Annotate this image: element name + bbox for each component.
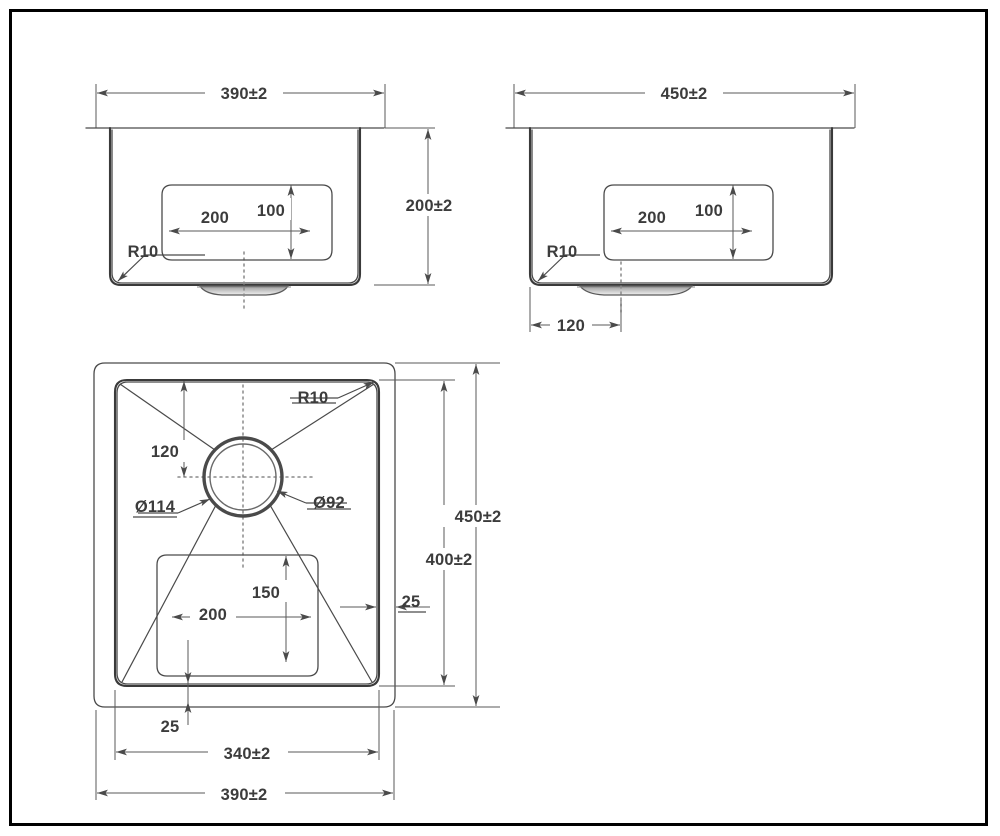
plan-radial-bl	[121, 504, 217, 683]
plan-radial-tr	[270, 383, 375, 451]
plan-corner-radius-label: R10	[298, 389, 329, 407]
drain-outer-ring	[202, 436, 284, 518]
front-bowl-inner-outline	[111, 129, 359, 284]
front-pad-rect	[161, 184, 333, 261]
side-drain-offset-label: 120	[557, 317, 585, 335]
plan-overall-height-label: 450±2	[455, 508, 502, 526]
front-pad-width-label-bg	[193, 207, 237, 227]
plan-dia114-leader-line	[177, 498, 211, 514]
plan-bowl-height-label: 400±2	[426, 551, 473, 569]
front-r10-leader-line	[117, 254, 146, 282]
plan-bowl-rect-inner	[116, 381, 378, 685]
side-pad-rect	[603, 184, 774, 261]
side-corner-radius-label: R10	[547, 243, 578, 261]
front-width-label: 390±2	[221, 85, 268, 103]
plan-dia92-leader-line	[276, 490, 307, 504]
plan-drain-top-offset-label: 120	[151, 443, 179, 461]
plan-pad-width-label: 200	[199, 606, 227, 624]
side-120-label-bg	[550, 315, 592, 335]
plan-450-label-bg	[440, 505, 516, 527]
plan-pad-height-label: 150	[252, 584, 280, 602]
side-pad-height-label: 100	[695, 202, 723, 220]
side-pad-width-label-bg	[630, 207, 674, 227]
front-pad-height-label-bg	[253, 198, 291, 220]
front-pad-height-label: 100	[257, 202, 285, 220]
front-width-label-bg	[205, 83, 283, 103]
plan-pad-width-label-bg	[190, 603, 236, 625]
plan-390-label-bg	[205, 783, 285, 805]
front-elevation-view: 390±2 200 100 R10 200±2	[85, 83, 460, 311]
drain-inner-ring	[209, 443, 277, 511]
plan-340-label-bg	[208, 742, 288, 764]
front-corner-radius-label: R10	[128, 243, 159, 261]
side-drain-boss	[578, 285, 694, 296]
plan-rim-right-label: 25	[402, 593, 421, 611]
front-pad-width-label: 200	[201, 209, 229, 227]
side-bowl-inner-outline	[531, 129, 831, 284]
plan-r10-leader-line	[337, 381, 375, 399]
side-width-label-bg	[645, 83, 723, 103]
side-r10-leader-line	[537, 254, 566, 282]
plan-radial-tl	[119, 383, 216, 451]
plan-25-bottom-label-bg	[152, 715, 184, 737]
front-bowl-outline	[108, 126, 362, 287]
plan-drain-outer-dia-label: Ø114	[135, 498, 176, 516]
plan-bowl-rect	[113, 378, 381, 688]
plan-pad-height-label-bg	[248, 580, 288, 602]
plan-overall-width-label: 390±2	[221, 786, 268, 804]
plan-bowl-width-label: 340±2	[224, 745, 271, 763]
side-pad-width-label: 200	[638, 209, 666, 227]
side-width-label: 450±2	[661, 85, 708, 103]
plan-pad-rect	[156, 554, 319, 677]
front-height-label-bg	[400, 194, 460, 216]
side-elevation-view: 450±2 200 100 R10 120	[505, 83, 856, 335]
plan-radial-br	[269, 504, 373, 683]
plan-drain-inner-dia-label: Ø92	[313, 494, 345, 512]
plan-400-label-bg	[412, 548, 488, 570]
plan-rim-bottom-label: 25	[161, 718, 180, 736]
plan-view: 120 R10 Ø114 Ø92 200 150 25 25 400±2 450…	[93, 362, 516, 805]
plan-outer-flange	[93, 362, 396, 708]
front-height-label: 200±2	[406, 197, 453, 215]
side-bowl-outline	[528, 126, 834, 287]
side-pad-height-label-bg	[689, 198, 729, 220]
plan-120-label-bg	[145, 440, 187, 462]
sheet-border-frame	[9, 9, 988, 826]
